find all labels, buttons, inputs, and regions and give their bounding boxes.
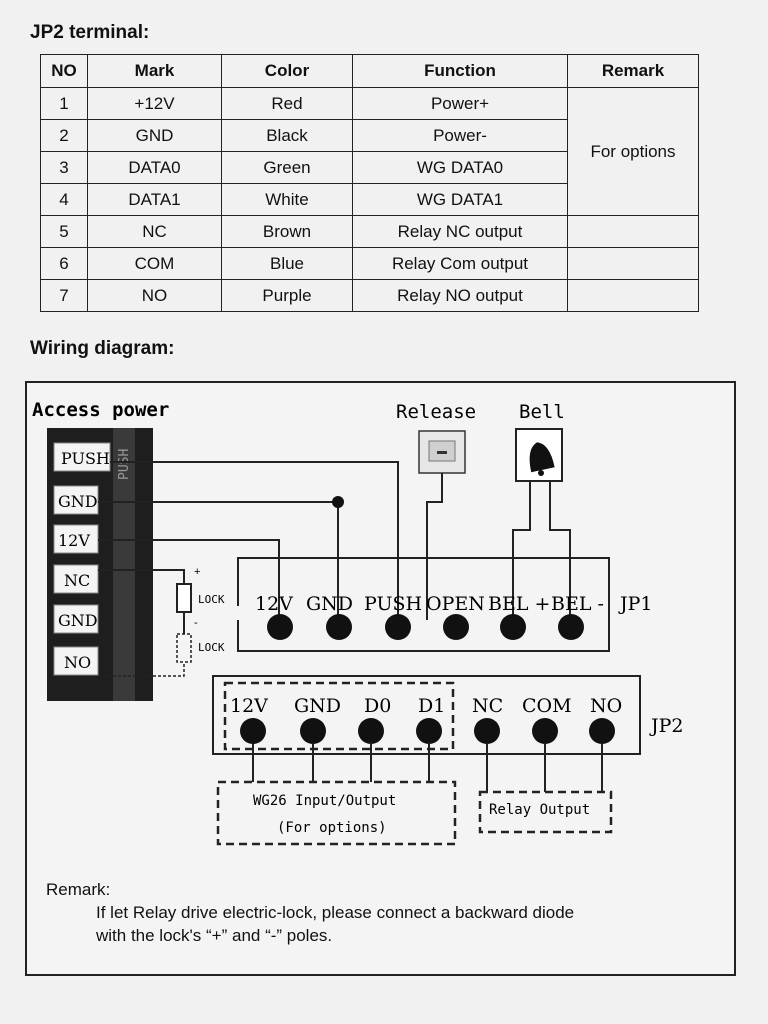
table-row: 2 GND Black Power-: [40, 119, 699, 152]
cell-mark: GND: [87, 119, 222, 152]
jp1-pin-gnd: GND: [306, 593, 353, 615]
lock-plus: +: [194, 566, 200, 578]
cell-color: Blue: [221, 247, 353, 280]
jp1-pin-open: OPEN: [426, 593, 485, 615]
wg26-line2: (For options): [277, 820, 387, 836]
jp1-pin-bel-plus: BEL +: [488, 593, 550, 615]
lock-label: LOCK: [198, 593, 225, 606]
cell-color: Purple: [221, 279, 353, 312]
cell-no: 6: [40, 247, 88, 280]
jp2-pin-d0: D0: [364, 695, 391, 717]
cell-mark: DATA1: [87, 183, 222, 216]
remark-block: Remark: If let Relay drive electric-lock…: [46, 878, 574, 947]
cell-no: 7: [40, 279, 88, 312]
jp2-pins: [240, 718, 615, 744]
jp2-pin-gnd: GND: [294, 695, 341, 717]
gnd-junction-dot: [332, 496, 344, 508]
cell-remark-for-options: For options: [567, 87, 699, 216]
jp2-wires: [252, 744, 603, 792]
jp2-pin-nc: NC: [472, 695, 503, 717]
table-row: 5 NC Brown Relay NC output: [40, 215, 699, 248]
jp1-pins: [267, 614, 584, 640]
remark-title: Remark:: [46, 880, 111, 899]
jp2-pin-com: COM: [522, 695, 572, 717]
lock-dashed: LOCK: [98, 633, 225, 677]
bell-label: Bell: [519, 401, 565, 423]
jp1-pin-push: PUSH: [364, 593, 422, 615]
lock-label-dashed: LOCK: [198, 641, 225, 654]
cell-mark: +12V: [87, 87, 222, 120]
relay-output-label: Relay Output: [489, 802, 590, 818]
cell-function: Power-: [352, 119, 568, 152]
jp2-pin-no: NO: [590, 695, 622, 717]
wiring-section-title: Wiring diagram:: [30, 338, 175, 359]
jp2-terminal-table: NO Mark Color Function Remark 1 +12V Red…: [40, 54, 699, 312]
terminal-no-label: NO: [64, 653, 91, 672]
cell-remark-empty: [567, 215, 699, 248]
jp2-label: JP2: [649, 715, 684, 737]
table-row: 6 COM Blue Relay Com output: [40, 247, 699, 280]
terminal-push-label: PUSH: [61, 449, 110, 468]
cell-color: Green: [221, 151, 353, 184]
cell-mark: DATA0: [87, 151, 222, 184]
header-mark: Mark: [87, 54, 222, 88]
wg26-line1: WG26 Input/Output: [253, 793, 396, 809]
table-row: 7 NO Purple Relay NO output: [40, 279, 699, 312]
relay-output-box: [478, 790, 613, 834]
release-label: Release: [396, 401, 476, 423]
header-color: Color: [221, 54, 353, 88]
lock-resistor: + - LOCK: [176, 566, 225, 629]
terminal-gnd-label: GND: [58, 492, 98, 511]
svg-text:PUSH: PUSH: [117, 449, 132, 480]
jp1-pin-12v: 12V: [255, 593, 293, 615]
access-power-label: Access power: [32, 399, 169, 421]
header-function: Function: [352, 54, 568, 88]
terminal-gnd2-label: GND: [58, 611, 98, 630]
cell-function: Relay NO output: [352, 279, 568, 312]
cell-color: Red: [221, 87, 353, 120]
jp1-pin-labels: 12V GND PUSH OPEN BEL + BEL -: [255, 593, 604, 615]
jp2-box: [212, 675, 641, 755]
table-row: 1 +12V Red Power+ For options: [40, 87, 699, 216]
remark-line-2: with the lock's “+” and “-” poles.: [96, 926, 333, 945]
jp1-label: JP1: [618, 593, 653, 615]
power-terminals: PUSH GND 12V NC GND NO: [53, 442, 111, 676]
table-header-row: NO Mark Color Function Remark: [40, 54, 699, 88]
wg26-dashed-group: [223, 681, 455, 751]
jp1-box: [237, 557, 610, 652]
cell-remark-empty: [567, 279, 699, 312]
cell-function: Power+: [352, 87, 568, 120]
terminal-12v-label: 12V: [58, 531, 90, 550]
jp2-pin-d1: D1: [418, 695, 445, 717]
lock-minus: -: [194, 617, 198, 629]
header-remark: Remark: [567, 54, 699, 88]
wg26-box: [216, 780, 457, 846]
table-row: 3 DATA0 Green WG DATA0: [40, 151, 699, 184]
cell-color: Brown: [221, 215, 353, 248]
jp2-section-title: JP2 terminal:: [30, 22, 150, 43]
terminal-nc-label: NC: [64, 571, 90, 590]
remark-line-1: If let Relay drive electric-lock, please…: [96, 903, 575, 922]
release-button-icon: [418, 430, 466, 474]
jp2-pin-labels: 12V GND D0 D1 NC COM NO: [230, 695, 622, 717]
header-no: NO: [40, 54, 88, 88]
cell-color: Black: [221, 119, 353, 152]
jp2-pin-12v: 12V: [230, 695, 268, 717]
jp1-pin-bel-minus: BEL -: [551, 593, 604, 615]
bell-icon: [515, 428, 563, 482]
cell-remark-empty: [567, 247, 699, 280]
